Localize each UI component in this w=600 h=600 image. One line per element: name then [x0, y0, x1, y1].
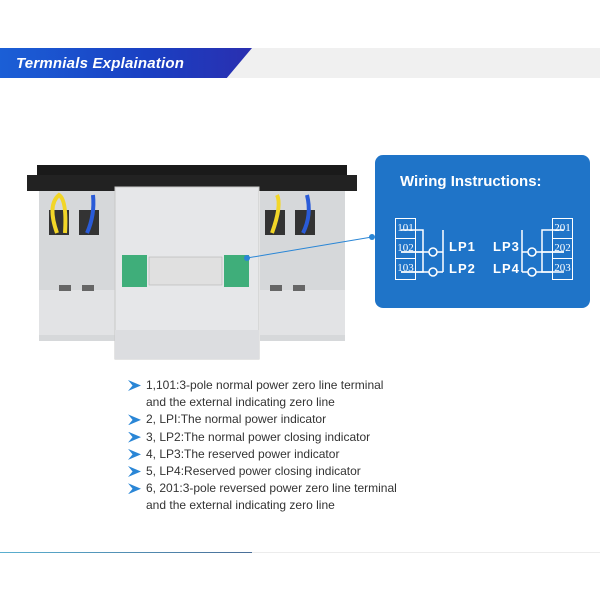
list-item: 1,101:3-pole normal power zero line term… — [128, 377, 397, 411]
list-item-text: 3, LP2:The normal power closing indicato… — [146, 429, 371, 444]
list-item-text: 4, LP3:The reserved power indicator — [146, 446, 340, 461]
arrow-icon — [128, 483, 141, 495]
terminal-103: 103 — [397, 262, 414, 274]
list-item-text: 5, LP4:Reserved power closing indicator — [146, 464, 361, 479]
list-item-text-cont: and the external indicating zero line — [146, 395, 335, 410]
terminal-block-right: 201 202 203 — [552, 218, 573, 280]
lamp-lp2: LP2 — [449, 261, 476, 276]
terminal-102: 102 — [396, 239, 415, 259]
list-item-text: 2, LPI:The normal power indicator — [146, 412, 327, 427]
list-item: 6, 201:3-pole reversed power zero line t… — [128, 480, 397, 514]
list-item-text: 6, 201:3-pole reversed power zero line t… — [146, 481, 397, 496]
list-item: 2, LPI:The normal power indicator — [128, 411, 397, 428]
list-item: 3, LP2:The normal power closing indicato… — [128, 429, 397, 446]
lamp-lp3: LP3 — [493, 239, 520, 254]
lamp-lp4: LP4 — [493, 261, 520, 276]
list-item: 5, LP4:Reserved power closing indicator — [128, 463, 397, 480]
arrow-icon — [128, 380, 141, 391]
terminal-block-left: 101 102 103 — [395, 218, 416, 280]
terminal-101: 101 — [396, 219, 415, 239]
terminal-explanation-list: 1,101:3-pole normal power zero line term… — [128, 377, 397, 515]
section-title: Termnials Explaination — [16, 55, 185, 72]
wiring-title: Wiring Instructions: — [400, 173, 542, 190]
wiring-diagram-lines — [401, 229, 564, 277]
arrow-icon — [128, 448, 141, 460]
footer-divider — [252, 552, 600, 553]
switch-device-photo — [27, 165, 357, 360]
list-item: 4, LP3:The reserved power indicator — [128, 446, 397, 463]
lamp-lp1: LP1 — [449, 239, 476, 254]
terminal-202: 202 — [553, 239, 572, 259]
terminal-201: 201 — [553, 219, 572, 239]
arrow-icon — [128, 466, 141, 478]
wiring-instructions-panel: Wiring Instructions: 101 102 103 201 202… — [375, 155, 590, 308]
list-item-text-cont: and the external indicating zero line — [146, 498, 335, 513]
list-item-text: 1,101:3-pole normal power zero line term… — [146, 378, 384, 392]
arrow-icon — [128, 431, 141, 443]
terminal-203: 203 — [554, 262, 571, 274]
footer-divider-accent — [0, 552, 252, 553]
section-banner: Termnials Explaination — [0, 48, 252, 78]
arrow-icon — [128, 414, 141, 426]
